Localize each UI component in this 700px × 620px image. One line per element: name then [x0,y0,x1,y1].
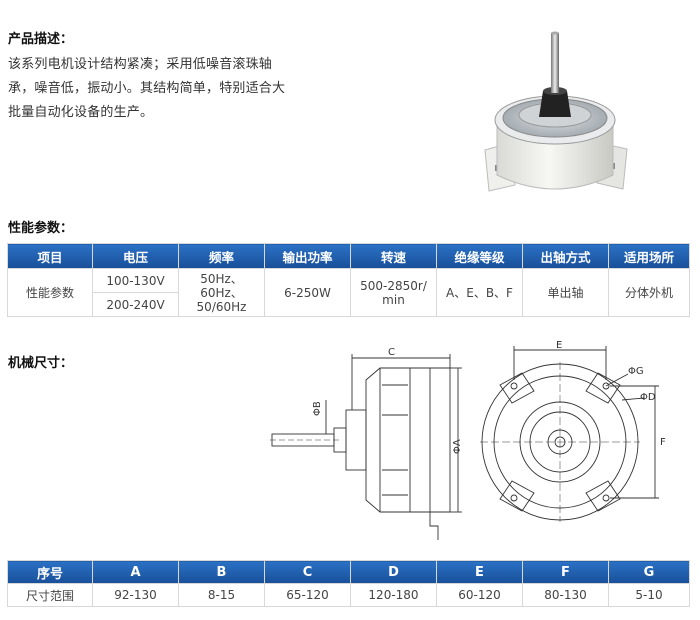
header-shaft: 出轴方式 [522,243,609,269]
frequency-value: 50Hz、60Hz、50/60Hz [178,268,265,317]
product-description-text: 该系列电机设计结构紧凑；采用低噪音滚珠轴承，噪音低，振动小。其结构简单，特别适合… [8,57,286,120]
label-C: C [388,347,395,358]
header-C: C [264,560,351,584]
mechanical-title: 机械尺寸： [8,356,74,371]
header-frequency: 频率 [178,243,265,269]
label-G: ΦG [628,366,644,377]
dimension-drawing: C ΦB ΦA E ΦG ΦD F [270,340,666,540]
dimensions-header-row: 序号 A B C D E F G [7,560,690,584]
label-D: ΦD [640,392,656,403]
header-voltage: 电压 [92,243,179,269]
header-output-power: 输出功率 [264,243,351,269]
header-item: 项目 [7,243,93,269]
performance-table: 项目 电压 频率 输出功率 转速 绝缘等级 出轴方式 适用场所 性能参数 100… [7,243,690,317]
header-D: D [350,560,437,584]
dimensions-table: 序号 A B C D E F G 尺寸范围 92-130 8-15 65-120… [7,560,690,607]
value-F: 80-130 [522,583,609,607]
shaft-value: 单出轴 [522,268,609,317]
header-usage: 适用场所 [608,243,690,269]
label-F: F [660,437,666,448]
header-serial: 序号 [7,560,93,584]
value-C: 65-120 [264,583,351,607]
value-D: 120-180 [350,583,437,607]
motor-photo [484,31,628,192]
row-label: 性能参数 [7,268,93,317]
speed-value: 500-2850r/min [350,268,437,317]
header-A: A [92,560,179,584]
header-speed: 转速 [350,243,437,269]
product-description-title: 产品描述： [8,32,74,47]
performance-title: 性能参数： [8,221,74,236]
table-row: 尺寸范围 92-130 8-15 65-120 120-180 60-120 8… [7,583,690,607]
value-B: 8-15 [178,583,265,607]
voltage-value-1: 100-130V [92,268,179,293]
header-F: F [522,560,609,584]
performance-header-row: 项目 电压 频率 输出功率 转速 绝缘等级 出轴方式 适用场所 [7,243,690,269]
label-E: E [556,340,562,351]
power-value: 6-250W [264,268,351,317]
insulation-value: A、E、B、F [436,268,523,317]
header-B: B [178,560,265,584]
header-G: G [608,560,690,584]
value-G: 5-10 [608,583,690,607]
value-E: 60-120 [436,583,523,607]
header-E: E [436,560,523,584]
value-A: 92-130 [92,583,179,607]
usage-value: 分体外机 [608,268,690,317]
row-label: 尺寸范围 [7,583,93,607]
label-A: ΦA [452,439,463,454]
voltage-value-2: 200-240V [92,292,179,317]
table-row: 200-240V [8,292,690,317]
label-B: ΦB [312,401,323,416]
header-insulation: 绝缘等级 [436,243,523,269]
table-row: 性能参数 100-130V 50Hz、60Hz、50/60Hz 6-250W 5… [7,268,690,317]
